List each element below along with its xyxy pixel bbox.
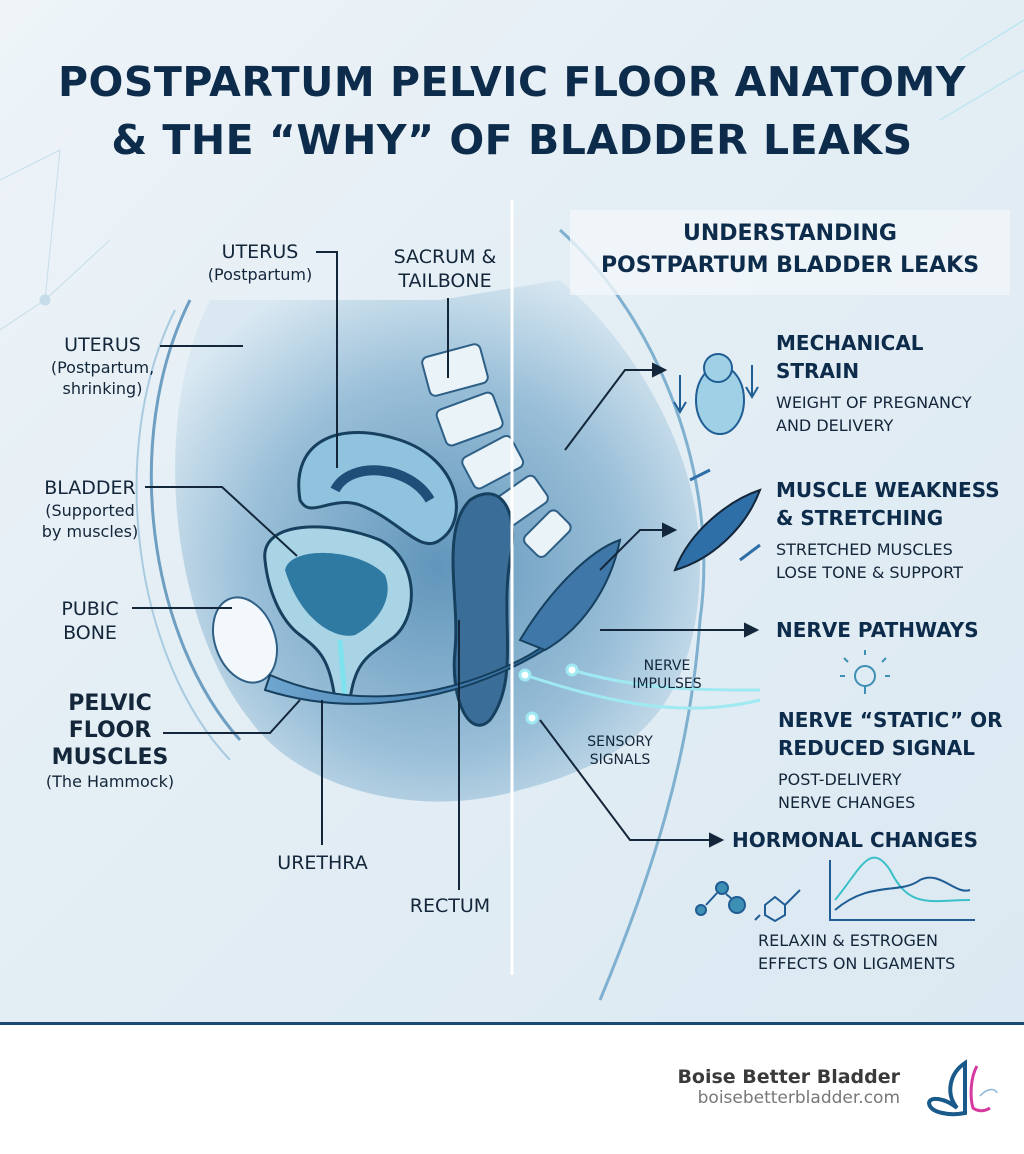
label-name: UTERUS xyxy=(64,334,141,356)
panel-heading-line: POSTPARTUM BLADDER LEAKS xyxy=(600,253,980,278)
footer-divider xyxy=(0,1022,1024,1025)
label-uterus-left: UTERUS (Postpartum, shrinking) xyxy=(40,333,165,399)
label-line: PELVIC xyxy=(68,691,152,716)
label-line: SIGNALS xyxy=(589,752,651,768)
rectum xyxy=(451,492,515,727)
label-uterus-top: UTERUS (Postpartum) xyxy=(200,240,320,285)
label-urethra: URETHRA xyxy=(277,852,368,874)
label-line: NERVE xyxy=(643,658,691,674)
item-desc: LOSE TONE & SUPPORT xyxy=(776,563,963,582)
label-bladder: BLADDER (Supported by muscles) xyxy=(30,476,150,542)
label-name: BLADDER xyxy=(44,477,136,499)
pubic-bone xyxy=(212,596,278,684)
nerve-glow xyxy=(518,663,761,725)
item-desc: RELAXIN & ESTROGEN xyxy=(758,931,938,950)
panel-heading: UNDERSTANDING POSTPARTUM BLADDER LEAKS xyxy=(570,218,1010,282)
pelvic-floor-muscles xyxy=(263,538,622,705)
label-line: IMPULSES xyxy=(632,676,702,692)
brand-name: Boise Better Bladder xyxy=(677,1066,900,1088)
label-nerve-impulses: NERVE IMPULSES xyxy=(622,657,712,693)
label-sacrum: SACRUM &TAILBONE xyxy=(390,245,500,293)
label-note: (The Hammock) xyxy=(45,772,175,791)
item-title: STRAIN xyxy=(776,359,860,383)
label-rectum: RECTUM xyxy=(409,895,491,917)
page-title-line2: & THE “WHY” OF BLADDER LEAKS xyxy=(111,116,913,164)
label-line: PUBIC xyxy=(61,598,119,620)
arrows xyxy=(539,362,760,848)
label-line: MUSCLES xyxy=(51,745,169,770)
network-decoration xyxy=(0,19,1024,331)
item-nerve-static: NERVE “STATIC” OR REDUCED SIGNAL POST-DELI… xyxy=(778,706,1002,814)
anatomy-illustration xyxy=(0,19,1024,1001)
item-title: REDUCED SIGNAL xyxy=(778,736,976,760)
lightbulb-icon xyxy=(840,650,890,694)
panel-heading-line: UNDERSTANDING xyxy=(682,221,897,246)
leader-lines xyxy=(132,251,460,890)
brand-url: boisebetterbladder.com xyxy=(697,1088,900,1108)
label-sensory-signals: SENSORY SIGNALS xyxy=(575,733,665,769)
label-name: UTERUS xyxy=(221,241,299,263)
bladder xyxy=(263,525,413,702)
item-desc: EFFECTS ON LIGAMENTS xyxy=(758,954,956,973)
label-note: (Supported xyxy=(45,501,135,520)
label-note: shrinking) xyxy=(62,379,143,398)
label-line: SACRUM & xyxy=(393,246,497,268)
molecule-wave-icon xyxy=(695,856,975,923)
label-line: BONE xyxy=(63,622,117,644)
item-muscle-weakness: MUSCLE WEAKNESS & STRETCHING STRETCHED MUS… xyxy=(776,476,1000,584)
item-title: MUSCLE WEAKNESS xyxy=(776,478,1000,502)
label-note: (Postpartum) xyxy=(207,265,313,284)
butterfly-logo xyxy=(926,1059,998,1117)
item-title: MECHANICAL xyxy=(776,331,924,355)
item-desc: WEIGHT OF PREGNANCY xyxy=(776,393,972,412)
label-line: TAILBONE xyxy=(398,270,492,292)
page-title-line1: POSTPARTUM PELVIC FLOOR ANATOMY xyxy=(58,58,966,106)
label-line: SENSORY xyxy=(587,734,653,750)
footer-brand: Boise Better Bladder boisebetterbladder.… xyxy=(600,1066,900,1108)
item-desc: POST-DELIVERY xyxy=(778,770,902,789)
item-mechanical-strain: MECHANICAL STRAIN WEIGHT OF PREGNANCY AND D… xyxy=(776,329,972,437)
item-nerve-pathways: NERVE PATHWAYS xyxy=(776,618,979,642)
label-note: by muscles) xyxy=(41,522,139,541)
item-desc: STRETCHED MUSCLES xyxy=(776,540,953,559)
sacrum-vertebrae xyxy=(421,343,572,558)
item-hormonal-changes: HORMONAL CHANGES xyxy=(732,828,979,852)
fetus-icon xyxy=(673,353,759,435)
item-title: NERVE “STATIC” OR xyxy=(778,708,1003,732)
infographic: POSTPARTUM PELVIC FLOOR ANATOMY & THE “W… xyxy=(0,0,1024,1024)
item-desc: NERVE CHANGES xyxy=(778,793,916,812)
uterus xyxy=(297,431,458,546)
label-note: (Postpartum, xyxy=(50,358,155,377)
panel-header-bg xyxy=(570,210,1010,295)
muscle-icon xyxy=(673,468,762,572)
item-desc: AND DELIVERY xyxy=(776,416,894,435)
item-title: & STRETCHING xyxy=(776,506,944,530)
label-line: FLOOR xyxy=(68,718,152,743)
item-hormonal-desc: RELAXIN & ESTROGEN EFFECTS ON LIGAMENTS xyxy=(758,929,955,975)
